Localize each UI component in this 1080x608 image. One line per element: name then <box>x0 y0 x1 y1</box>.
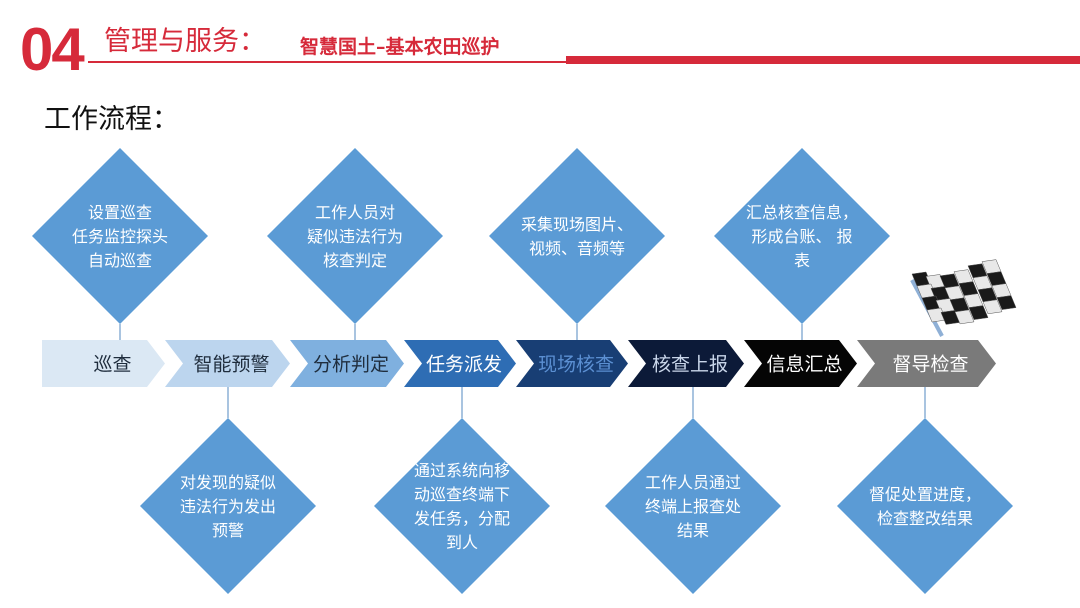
process-step: 巡查 <box>42 340 165 387</box>
description-diamond <box>837 418 1013 594</box>
process-step-label: 现场核查 <box>538 354 614 376</box>
flag-square <box>982 299 1003 315</box>
description-text: 预警 <box>212 521 244 540</box>
description-text: 设置巡查 <box>88 203 152 222</box>
process-step-label: 督导检查 <box>892 354 968 376</box>
flag-square <box>996 295 1017 310</box>
process-step-shape <box>744 340 857 387</box>
header-divider-thin <box>88 61 568 63</box>
checkered-flag-icon <box>910 259 1017 337</box>
description-text: 工作人员对 <box>315 203 395 222</box>
description-text: 违法行为发出 <box>180 497 276 516</box>
page-title: 管理与服务： <box>104 26 266 57</box>
process-step-shape <box>165 340 290 387</box>
process-step: 核查上报 <box>628 340 744 387</box>
description-text: 核查判定 <box>323 251 387 270</box>
workflow-heading: 工作流程： <box>44 104 179 135</box>
header-divider-thick <box>566 56 1080 64</box>
process-step-label: 核查上报 <box>652 354 728 376</box>
description-diamond <box>605 418 781 594</box>
description-text: 对发现的疑似 <box>180 473 276 492</box>
description-diamond <box>489 148 665 324</box>
step-description: 督促处置进度， 检查整改结果 <box>837 387 1013 594</box>
process-step-shape <box>857 340 996 387</box>
flag-square <box>968 305 989 320</box>
page-subtitle: 智慧国土–基本农田巡护 <box>300 36 500 58</box>
process-step: 智能预警 <box>165 340 290 387</box>
process-step-label: 智能预警 <box>193 354 269 376</box>
description-text: 终端上报查处 <box>645 497 741 516</box>
process-step-label: 分析判定 <box>313 354 389 376</box>
description-text: 到人 <box>446 533 478 552</box>
process-step-label: 任务派发 <box>426 354 502 376</box>
description-text: 任务监控探头 <box>72 227 168 246</box>
process-step: 信息汇总 <box>744 340 857 387</box>
process-step: 现场核查 <box>516 340 628 387</box>
description-text: 形成台账、 报 <box>751 227 852 246</box>
process-step-shape <box>290 340 404 387</box>
description-text: 动巡查终端下 <box>414 485 510 504</box>
description-text: 自动巡查 <box>88 251 152 270</box>
description-text: 发任务，分配 <box>414 509 510 528</box>
section-number: 04 <box>20 16 85 83</box>
step-description: 采集现场图片、视频、音频等 <box>489 148 665 340</box>
process-step-label: 信息汇总 <box>766 354 842 376</box>
description-text: 工作人员通过 <box>645 473 741 492</box>
description-text: 检查整改结果 <box>877 509 973 528</box>
description-text: 表 <box>794 251 810 270</box>
description-text: 通过系统向移 <box>414 461 510 480</box>
process-step: 分析判定 <box>290 340 404 387</box>
process-step-shape <box>628 340 744 387</box>
description-text: 采集现场图片、 <box>521 215 633 234</box>
process-step-shape <box>42 340 165 387</box>
description-diamond <box>714 148 890 324</box>
step-description: 汇总核查信息， 形成台账、 报表 <box>714 148 890 340</box>
description-text: 结果 <box>677 521 709 540</box>
description-diamond <box>267 148 443 324</box>
description-text: 汇总核查信息， <box>746 203 858 222</box>
process-step-shape <box>404 340 516 387</box>
description-diamond <box>140 418 316 594</box>
description-diamond <box>374 418 550 594</box>
process-step-shape <box>516 340 628 387</box>
flag-square <box>954 309 975 325</box>
process-step: 任务派发 <box>404 340 516 387</box>
description-text: 疑似违法行为 <box>307 227 403 246</box>
description-text: 督促处置进度， <box>869 485 981 504</box>
description-diamond <box>32 148 208 324</box>
process-step: 督导检查 <box>857 340 996 387</box>
description-text: 视频、音频等 <box>529 239 625 258</box>
process-step-label: 巡查 <box>93 354 131 376</box>
